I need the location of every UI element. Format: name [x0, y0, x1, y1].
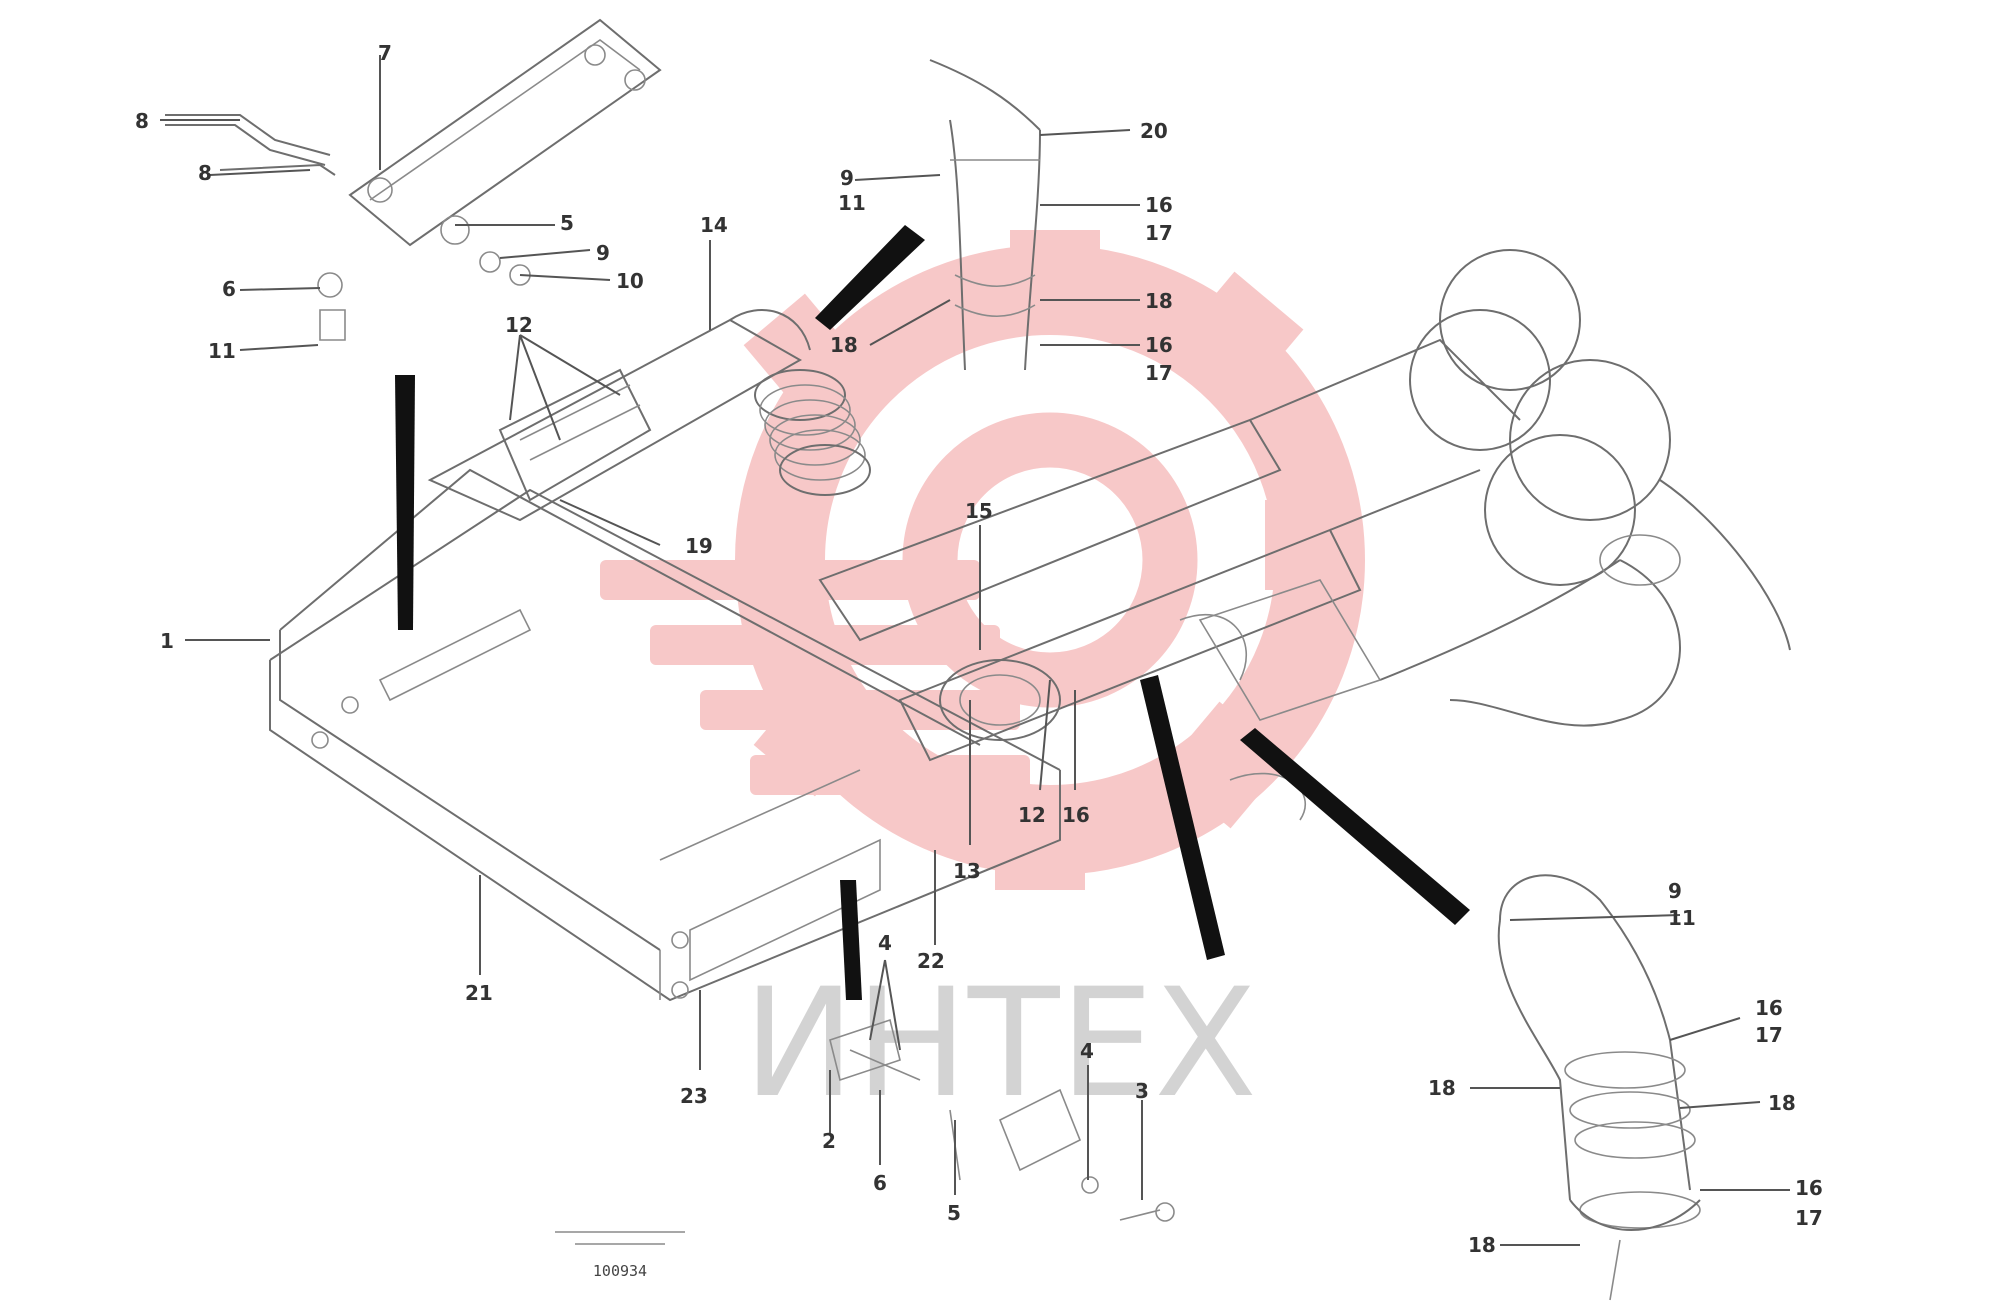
callout-4-right: 4 — [1080, 1039, 1094, 1063]
callout-11-right: 11 — [1668, 906, 1696, 930]
callout-23: 23 — [680, 1084, 708, 1108]
callout-8: 8 — [135, 109, 149, 133]
drawing-number-block: 100934 — [555, 1231, 685, 1280]
callout-12-mid: 12 — [1018, 803, 1046, 827]
leader-lines — [160, 55, 1790, 1246]
callout-12: 12 — [505, 313, 533, 337]
callout-18-left: 18 — [830, 333, 858, 357]
callout-14: 14 — [700, 213, 728, 237]
callout-labels: 7 8 8 5 9 10 6 11 14 12 19 1 21 20 9 11 … — [135, 41, 1823, 1257]
callout-5-low: 5 — [947, 1201, 961, 1225]
callout-18-top: 18 — [1145, 289, 1173, 313]
callout-17-bottom: 17 — [1795, 1206, 1823, 1230]
callout-19: 19 — [685, 534, 713, 558]
callout-22: 22 — [917, 949, 945, 973]
watermark-logo: ИНТЕХ — [600, 230, 1365, 1131]
engine-assembly — [1198, 249, 1791, 821]
callout-16-top: 16 — [1145, 193, 1173, 217]
callout-17-right: 17 — [1755, 1023, 1783, 1047]
callout-2: 2 — [822, 1129, 836, 1153]
callout-13: 13 — [953, 859, 981, 883]
callout-18-right-left: 18 — [1428, 1076, 1456, 1100]
callout-15: 15 — [965, 499, 993, 523]
callout-21: 21 — [465, 981, 493, 1005]
callout-11: 11 — [208, 339, 236, 363]
drawing-number: 100934 — [593, 1262, 647, 1280]
assembly-arrows — [395, 225, 1470, 1000]
callout-16-mid2: 16 — [1062, 803, 1090, 827]
coil-hose — [754, 369, 871, 496]
callout-16-mid: 16 — [1145, 333, 1173, 357]
callout-5: 5 — [560, 211, 574, 235]
callout-17-top: 17 — [1145, 221, 1173, 245]
callout-1: 1 — [160, 629, 174, 653]
line-art — [165, 18, 1791, 1301]
callout-9-right: 9 — [1668, 879, 1682, 903]
callout-8b: 8 — [198, 161, 212, 185]
callout-20: 20 — [1140, 119, 1168, 143]
callout-11-top: 11 — [838, 191, 866, 215]
callout-17-mid: 17 — [1145, 361, 1173, 385]
callout-6: 6 — [222, 277, 236, 301]
callout-18-bottom: 18 — [1468, 1233, 1496, 1257]
callout-4-low: 4 — [878, 931, 892, 955]
callout-18-right: 18 — [1768, 1091, 1796, 1115]
callout-9: 9 — [596, 241, 610, 265]
callout-16-bottom: 16 — [1795, 1176, 1823, 1200]
callout-16-right: 16 — [1755, 996, 1783, 1020]
callout-3: 3 — [1135, 1079, 1149, 1103]
callout-10: 10 — [616, 269, 644, 293]
callout-6-low: 6 — [873, 1171, 887, 1195]
callout-9-top: 9 — [840, 166, 854, 190]
watermark-text: ИНТЕХ — [743, 957, 1257, 1131]
callout-7: 7 — [378, 41, 392, 65]
